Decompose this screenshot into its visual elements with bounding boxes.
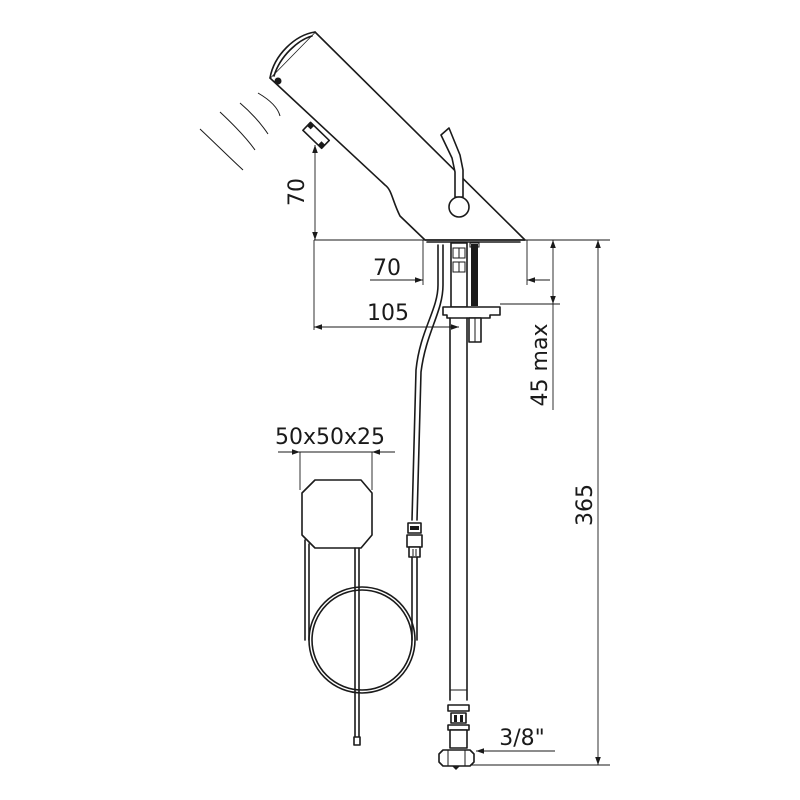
temperature-lever — [440, 127, 470, 218]
supply-hose — [438, 317, 475, 770]
sensor-waves-icon — [199, 92, 281, 171]
dim-spout-reach-label: 105 — [367, 301, 409, 326]
dim-spout-reach: 105 — [314, 301, 459, 330]
sensor-dot — [274, 77, 282, 85]
dim-spout-projection-label: 70 — [373, 256, 401, 281]
dim-total-height-label: 365 — [573, 484, 598, 526]
dim-connection-label: 3/8" — [499, 726, 545, 751]
dim-total-height: 365 — [470, 240, 610, 766]
dim-connection: 3/8" — [476, 726, 555, 754]
dim-spout-projection: 70 — [370, 240, 550, 285]
dim-electronic-box-label: 50x50x25 — [275, 425, 385, 450]
dim-deck-thickness: 45 max — [500, 240, 560, 410]
dim-electronic-box: 50x50x25 — [275, 425, 395, 490]
electronic-box — [301, 479, 418, 746]
cable-connector — [406, 522, 423, 558]
fixing-shank — [442, 242, 501, 343]
dim-sensor-height-label: 70 — [285, 178, 310, 206]
sensor-cable — [411, 244, 444, 521]
dim-sensor-height: 70 — [285, 145, 318, 240]
tap-body — [269, 31, 526, 243]
sensor-window — [302, 121, 331, 150]
dim-deck-thickness-label: 45 max — [528, 324, 553, 407]
